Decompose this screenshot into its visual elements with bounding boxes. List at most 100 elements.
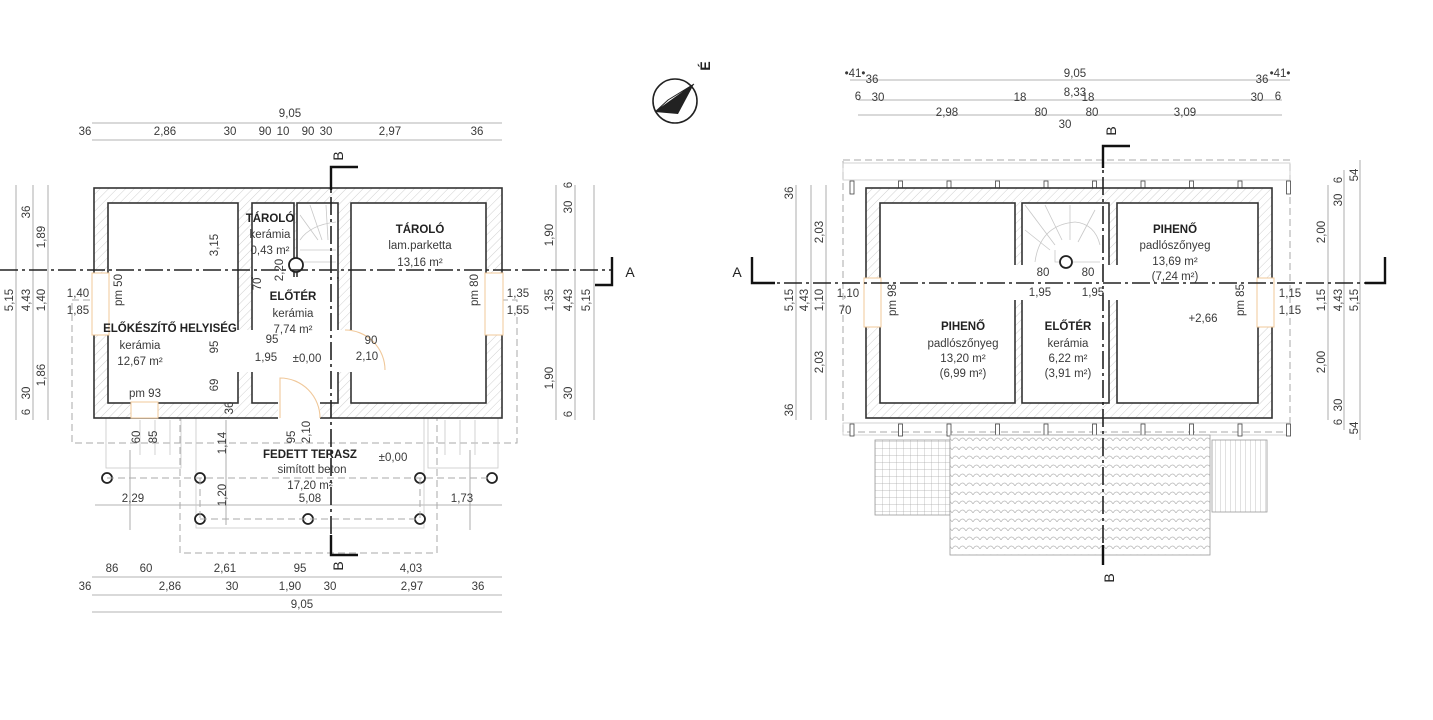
dimension-label: 1,15	[1279, 288, 1301, 300]
dimension-label: 2,61	[214, 563, 236, 575]
dimension-label: 30	[324, 581, 337, 593]
dimension-lines	[795, 79, 1361, 440]
dimension-label: 5,15	[581, 289, 593, 311]
dimension-label: 1,20	[217, 484, 229, 506]
dimension-label: 36	[79, 581, 92, 593]
dimension-label: 54	[1349, 168, 1361, 181]
rafter	[995, 423, 1000, 437]
door-swing	[279, 329, 386, 419]
section-mark-b: B	[330, 151, 346, 160]
dimension-label: 5,15	[1349, 289, 1361, 311]
terrace-columns	[101, 472, 498, 525]
dimension-label: 70	[839, 305, 852, 317]
dimension-label: pm 93	[129, 388, 161, 400]
dimension-label: 2,00	[1316, 351, 1328, 373]
section-mark-a: A	[625, 264, 635, 280]
dimension-label: ±0,00	[293, 353, 322, 365]
dimension-label: 1,15	[1316, 289, 1328, 311]
room-storage-small	[251, 202, 295, 279]
dimension-label: 6	[855, 91, 861, 103]
room-area: 12,67 m²	[117, 356, 163, 368]
rafter	[946, 423, 952, 437]
dimension-label: 30	[1251, 92, 1264, 104]
window	[91, 272, 110, 336]
dimension-label: 2,97	[401, 581, 423, 593]
room-entrance	[251, 277, 339, 404]
dimension-label: 2,98	[936, 107, 958, 119]
room-name: TÁROLÓ	[246, 212, 295, 225]
terrace-outline	[179, 417, 438, 554]
dimension-label: 70	[252, 278, 264, 291]
dimension-label: 1,95	[1082, 287, 1104, 299]
dimension-label: pm 85	[1235, 284, 1247, 316]
rafter	[1237, 423, 1243, 437]
dimension-label: 90	[365, 335, 378, 347]
room-floor: kerámia	[250, 229, 292, 241]
room-name: PIHENŐ	[1153, 223, 1197, 236]
dimension-lines	[15, 122, 595, 613]
rafter	[849, 180, 855, 195]
dimension-label: 1,55	[507, 305, 529, 317]
room-floor: kerámia	[1048, 338, 1090, 350]
dimension-label: 95	[286, 431, 298, 444]
dimension-label: 2,00	[1316, 221, 1328, 243]
dimension-label: •41•	[1270, 68, 1291, 80]
room-net-area: (6,99 m²)	[940, 368, 987, 380]
dimension-label: 80	[1086, 107, 1099, 119]
dimension-label: 1,73	[451, 493, 473, 505]
ground-floor-plan	[0, 122, 614, 613]
room-area: 6,22 m²	[1049, 353, 1088, 365]
room-net-area: (3,91 m²)	[1045, 368, 1092, 380]
rafter	[1140, 423, 1146, 437]
room-net-area: (7,24 m²)	[1152, 271, 1199, 283]
dimension-label: 95	[294, 563, 307, 575]
dimension-label: 69	[209, 379, 221, 392]
dimension-label: 86	[106, 563, 119, 575]
rafter	[1092, 423, 1097, 437]
dimension-label: 1,95	[255, 352, 277, 364]
roof-tiles-area	[949, 434, 1211, 556]
dimension-label: 36	[1256, 74, 1269, 86]
dimension-label: 2,86	[154, 126, 176, 138]
north-arrow-icon	[652, 78, 698, 124]
room-name: FEDETT TERASZ	[263, 449, 357, 461]
dimension-label: 30	[1059, 119, 1072, 131]
dimension-label: pm 50	[113, 274, 125, 306]
dimension-label: +2,66	[1188, 313, 1217, 325]
dimension-label: 6	[1333, 177, 1345, 183]
dimension-label: 4,03	[400, 563, 422, 575]
dimension-label: 4,43	[1333, 289, 1345, 311]
dimension-label: 80	[1037, 267, 1050, 279]
dimension-label: 5,15	[784, 289, 796, 311]
column	[1059, 255, 1073, 269]
room-floor: padlószőnyeg	[1140, 240, 1211, 252]
dimension-label: pm 80	[469, 274, 481, 306]
dimension-label: 36	[784, 404, 796, 417]
dimension-label: 30	[563, 387, 575, 400]
room-floor: lam.parketta	[388, 240, 452, 252]
room-floor: kerámia	[120, 340, 162, 352]
roof-lines-area	[1211, 439, 1268, 513]
dimension-label: 36	[866, 74, 879, 86]
room-storage	[350, 202, 487, 404]
room-name: ELŐKÉSZÍTŐ HELYISÉG	[103, 322, 237, 335]
room-floor: simított beton	[277, 464, 346, 476]
dimension-label: 3,15	[209, 234, 221, 256]
dimension-label: 36	[471, 126, 484, 138]
rafter	[1043, 423, 1049, 437]
room-preparation	[107, 202, 239, 404]
dimension-label: 3,09	[1174, 107, 1196, 119]
dimension-label: 1,95	[1029, 287, 1051, 299]
dimension-label: 1,90	[544, 224, 556, 246]
dimension-label: 80	[1082, 267, 1095, 279]
dimension-label: 36	[784, 187, 796, 200]
dimension-label: 36	[472, 581, 485, 593]
room-floor: padlószőnyeg	[928, 338, 999, 350]
dimension-label: 60	[131, 431, 143, 444]
dimension-label: 1,15	[1279, 305, 1301, 317]
dimension-label: 4,43	[799, 289, 811, 311]
dimension-label: 6	[1275, 91, 1281, 103]
dimension-label: 2,20	[274, 259, 286, 281]
window	[130, 401, 159, 419]
